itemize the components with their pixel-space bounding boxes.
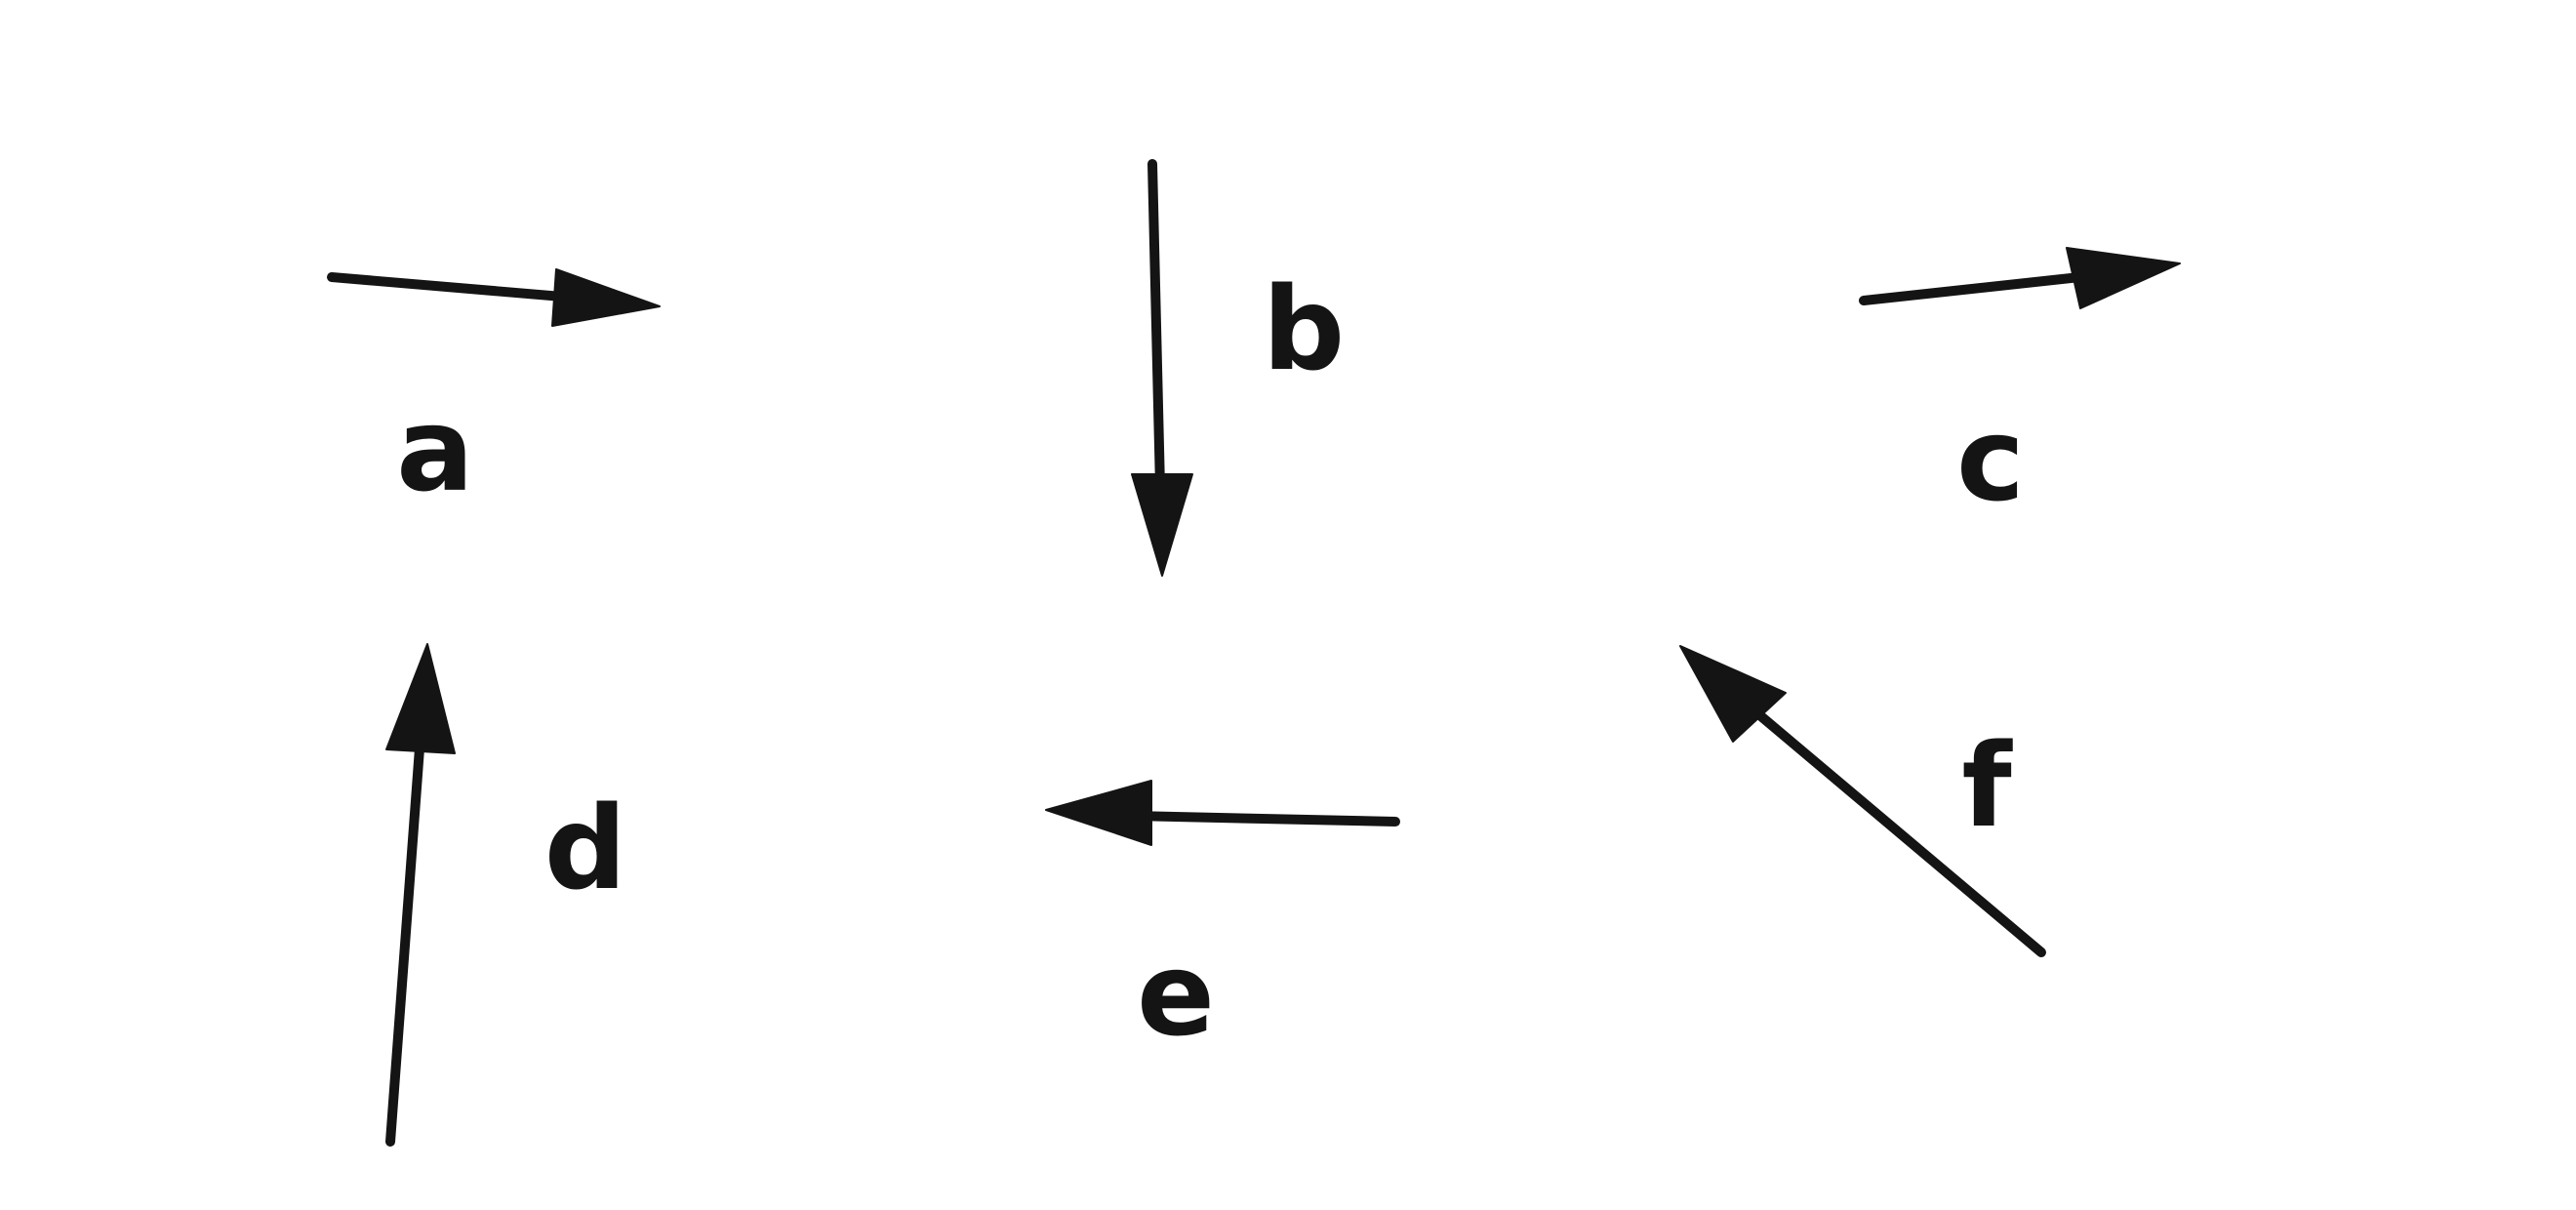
vector-f-shaft bbox=[1751, 707, 2046, 957]
vector-c-arrowhead bbox=[2066, 247, 2181, 309]
vector-e-shaft bbox=[1127, 811, 1400, 827]
vector-b-shaft bbox=[1147, 159, 1165, 493]
vector-b-label: b bbox=[1263, 262, 1345, 396]
vector-d-arrowhead bbox=[385, 643, 456, 754]
vector-c-shaft bbox=[1859, 270, 2103, 305]
vector-a-label: a bbox=[396, 383, 474, 517]
vector-e-arrowhead bbox=[1045, 780, 1152, 846]
vector-c-label: c bbox=[1956, 392, 2025, 527]
vector-e-label: e bbox=[1137, 927, 1215, 1062]
vector-d-label: d bbox=[544, 781, 626, 915]
vector-f-arrowhead bbox=[1679, 645, 1787, 743]
vector-d: d bbox=[385, 643, 626, 1147]
vector-f-label: f bbox=[1961, 718, 2013, 853]
vector-c: c bbox=[1859, 247, 2181, 527]
vector-e: e bbox=[1045, 780, 1400, 1062]
vector-f: f bbox=[1679, 645, 2046, 957]
vector-a: a bbox=[327, 268, 661, 517]
vector-a-arrowhead bbox=[551, 268, 661, 327]
vector-a-shaft bbox=[327, 272, 590, 303]
vector-b-arrowhead bbox=[1131, 473, 1193, 577]
vector-b: b bbox=[1131, 159, 1345, 577]
vector-d-shaft bbox=[385, 717, 426, 1147]
